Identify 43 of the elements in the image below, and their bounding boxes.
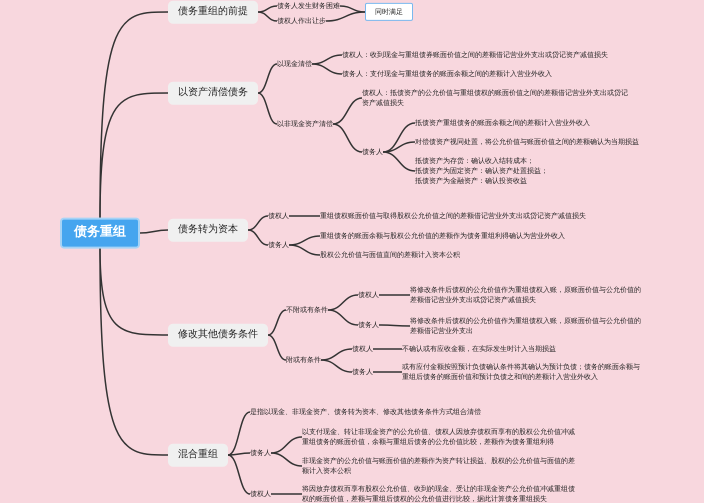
branch-line xyxy=(288,244,320,256)
branch-line xyxy=(248,229,268,246)
branch-line xyxy=(228,411,250,456)
branch-line xyxy=(270,452,302,467)
branch-line xyxy=(320,359,352,373)
branch-line xyxy=(258,63,278,94)
branch-line xyxy=(312,63,342,75)
branch-line xyxy=(258,5,278,13)
branch-line xyxy=(228,452,250,456)
central-topic-box: 债务重组 xyxy=(60,218,140,248)
branch-line xyxy=(379,294,410,296)
branch-line xyxy=(258,92,278,125)
branch-line xyxy=(289,215,320,217)
branch-line xyxy=(228,454,250,495)
branch-line xyxy=(379,324,410,327)
branch-line xyxy=(340,5,366,13)
branch-line xyxy=(258,11,278,22)
branch-line xyxy=(270,436,302,454)
branch-line xyxy=(248,215,268,231)
branch-line xyxy=(326,11,366,22)
topic-box: 修改其他债务条件 xyxy=(168,324,268,346)
branch-line xyxy=(99,92,168,218)
branch-line xyxy=(320,348,352,361)
branch-line xyxy=(268,334,286,361)
branch-line xyxy=(271,493,302,495)
branch-line xyxy=(312,54,342,65)
branch-line xyxy=(140,229,168,234)
branch-line xyxy=(328,294,358,311)
branch-line xyxy=(382,141,416,153)
branch-line xyxy=(99,11,168,218)
topic-box: 债务重组的前提 xyxy=(168,0,258,24)
topic-box: 混合重组 xyxy=(168,444,228,466)
branch-line xyxy=(332,97,362,125)
topic-box: 债务转为资本 xyxy=(168,218,248,242)
branch-line xyxy=(288,235,320,246)
topic-box: 以资产清偿债务 xyxy=(168,82,258,104)
branch-line xyxy=(373,348,402,350)
branch-line xyxy=(382,151,416,172)
branch-line xyxy=(373,371,402,373)
branch-line xyxy=(99,248,168,456)
branch-line xyxy=(332,123,362,153)
branch-line xyxy=(268,309,286,336)
branch-line xyxy=(328,309,358,326)
